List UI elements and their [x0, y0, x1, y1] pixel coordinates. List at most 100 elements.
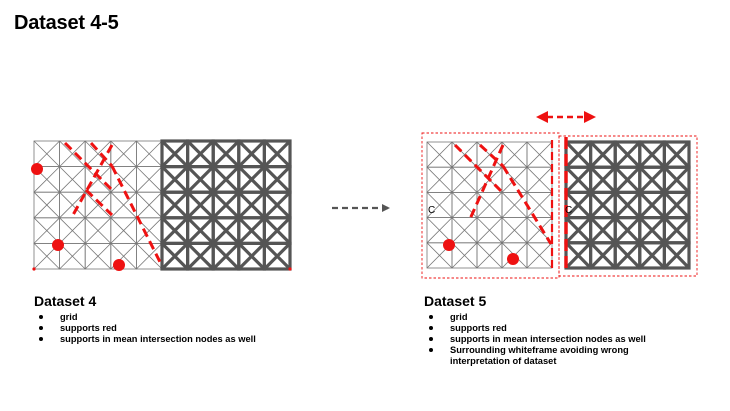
lattice-cell — [426, 217, 453, 244]
lattice-cell — [59, 191, 86, 219]
support-node — [52, 239, 64, 251]
lattice-cell — [451, 242, 478, 269]
lattice-cell — [160, 190, 190, 220]
lattice-cell — [476, 191, 503, 218]
lattice-cell — [186, 241, 215, 271]
lattice-cell — [237, 139, 267, 169]
support-node — [113, 259, 125, 271]
lattice-cell — [526, 141, 553, 168]
lattice-cell — [613, 190, 642, 220]
lattice-cell — [110, 140, 137, 168]
lattice-cell — [160, 165, 190, 194]
bullet-item: grid — [34, 312, 294, 323]
lattice-cell — [186, 165, 215, 194]
lattice-cell — [84, 217, 112, 244]
lattice-cell — [186, 216, 215, 246]
lattice-cell — [588, 190, 617, 220]
lattice-cell — [662, 241, 691, 270]
lattice-cell — [211, 139, 241, 169]
lattice-cell — [84, 242, 112, 270]
lattice-cell — [588, 216, 617, 245]
lattice-cell — [588, 140, 617, 169]
lattice-cell — [110, 217, 137, 244]
lattice-cell — [564, 241, 593, 270]
lattice-cell — [211, 241, 241, 271]
lattice-cell — [613, 216, 642, 245]
lattice-cell — [211, 165, 241, 194]
support-node — [507, 253, 519, 265]
red-dash-line — [89, 141, 114, 168]
lattice-cell — [662, 190, 691, 220]
lattice-cell — [135, 191, 163, 219]
support-node — [288, 267, 292, 271]
dataset4-caption: Dataset 4 grid supports red supports in … — [34, 293, 294, 345]
lattice-cell — [84, 191, 112, 219]
lattice-cell — [426, 141, 453, 168]
lattice-cell — [588, 165, 617, 194]
support-node — [443, 239, 455, 251]
lattice-cell — [186, 139, 215, 169]
lattice-cell — [451, 217, 478, 244]
lattice-cell — [662, 216, 691, 245]
bullet-item: supports red — [424, 323, 674, 334]
lattice-cell — [564, 216, 593, 245]
bullet-item: Surrounding whiteframe avoiding wrong in… — [424, 345, 674, 367]
support-node — [31, 163, 43, 175]
lattice-cell — [135, 166, 163, 193]
lattice-cell — [211, 216, 241, 246]
lattice-cell — [237, 241, 267, 271]
lattice-cell — [135, 140, 163, 168]
bullet-item: supports in mean intersection nodes as w… — [34, 334, 294, 345]
c-label: C — [428, 205, 435, 216]
lattice-cell — [262, 139, 292, 169]
lattice-cell — [638, 216, 666, 245]
lattice-cell — [237, 216, 267, 246]
lattice-cell — [526, 166, 553, 193]
dataset4-heading: Dataset 4 — [34, 293, 97, 309]
lattice-cell — [638, 241, 666, 270]
lattice-cell — [501, 217, 528, 244]
lattice-cell — [426, 166, 453, 193]
red-dash-line — [478, 143, 505, 168]
lattice-cell — [613, 140, 642, 169]
lattice-cell — [237, 165, 267, 194]
dataset4-supports — [31, 163, 292, 271]
lattice-cell — [564, 140, 593, 169]
dataset5-diagram: C C — [421, 111, 698, 279]
red-dash-line — [110, 165, 163, 265]
lattice-cell — [160, 216, 190, 246]
lattice-cell — [526, 191, 553, 218]
dataset4-bullets: grid supports red supports in mean inter… — [34, 312, 294, 345]
lattice-cell — [638, 165, 666, 194]
lattice-cell — [451, 166, 478, 193]
lattice-cell — [33, 140, 61, 168]
lattice-cell — [59, 217, 86, 244]
lattice-cell — [564, 165, 593, 194]
lattice-cell — [262, 165, 292, 194]
dataset4-light-grid — [33, 140, 163, 270]
red-dash-line — [453, 143, 505, 195]
dataset5-caption: Dataset 5 grid supports red supports in … — [424, 293, 674, 367]
bullet-item: supports in mean intersection nodes as w… — [424, 334, 674, 345]
red-dash-line — [84, 188, 114, 217]
lattice-cell — [476, 217, 503, 244]
bullet-item: grid — [424, 312, 674, 323]
lattice-cell — [160, 139, 190, 169]
dataset5-heading: Dataset 5 — [424, 293, 487, 309]
lattice-cell — [638, 190, 666, 220]
dataset4-dark-grid — [160, 139, 292, 271]
lattice-cell — [59, 140, 86, 168]
lattice-cell — [501, 141, 528, 168]
lattice-cell — [638, 140, 666, 169]
c-label: C — [565, 205, 572, 216]
dataset5-red-dashes — [453, 143, 553, 245]
lattice-cell — [237, 190, 267, 220]
lattice-cell — [662, 165, 691, 194]
lattice-cell — [262, 190, 292, 220]
lattice-cell — [262, 216, 292, 246]
lattice-cell — [84, 140, 112, 168]
lattice-cell — [476, 242, 503, 269]
bullet-item: supports red — [34, 323, 294, 334]
slide-title: Dataset 4-5 — [14, 12, 119, 34]
